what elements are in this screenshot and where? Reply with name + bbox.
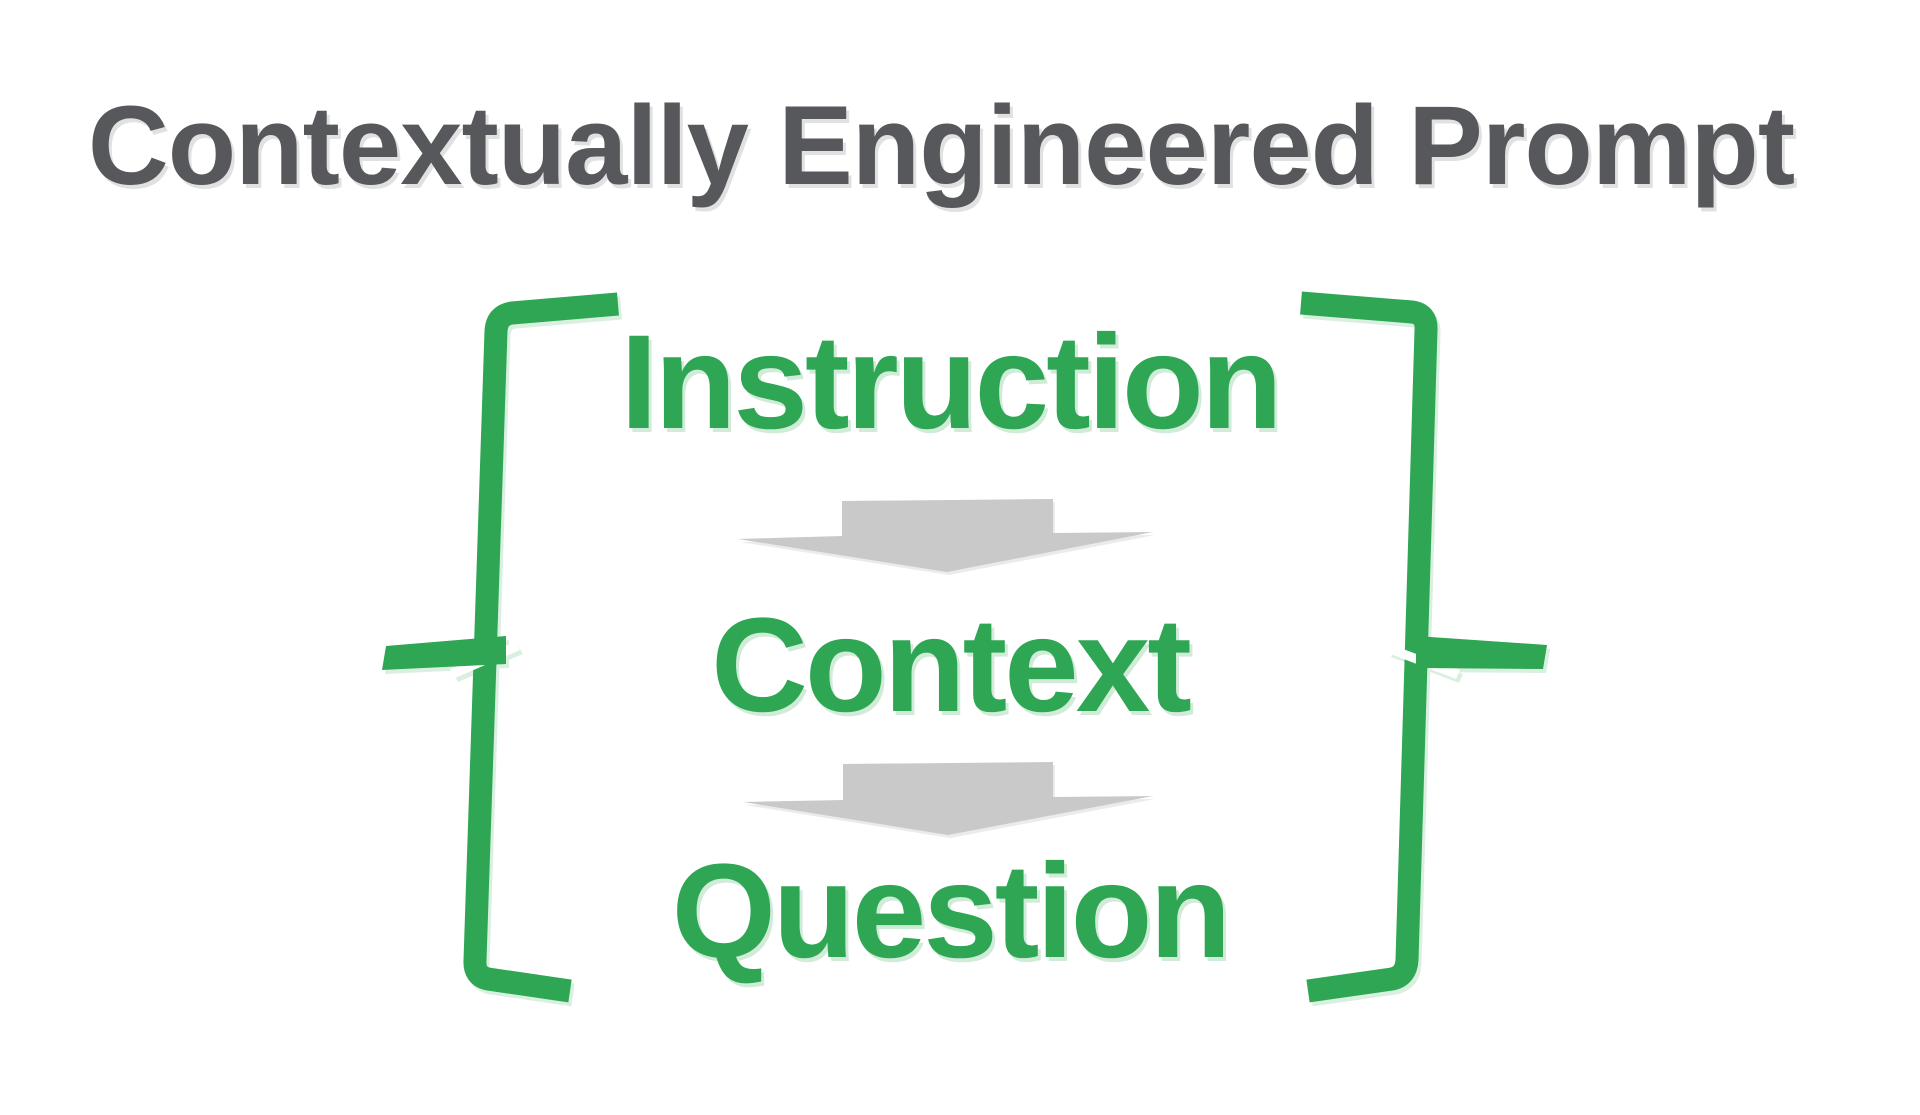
down-arrow-icon — [743, 762, 1153, 835]
prompt-part-label-instruction: Instruction — [620, 308, 1282, 457]
page-title: Contextually Engineered Prompt — [87, 83, 1795, 208]
prompt-part-label-context: Context — [711, 591, 1192, 740]
down-arrow-icon — [738, 499, 1153, 572]
prompt-part-label-question: Question — [671, 837, 1232, 986]
